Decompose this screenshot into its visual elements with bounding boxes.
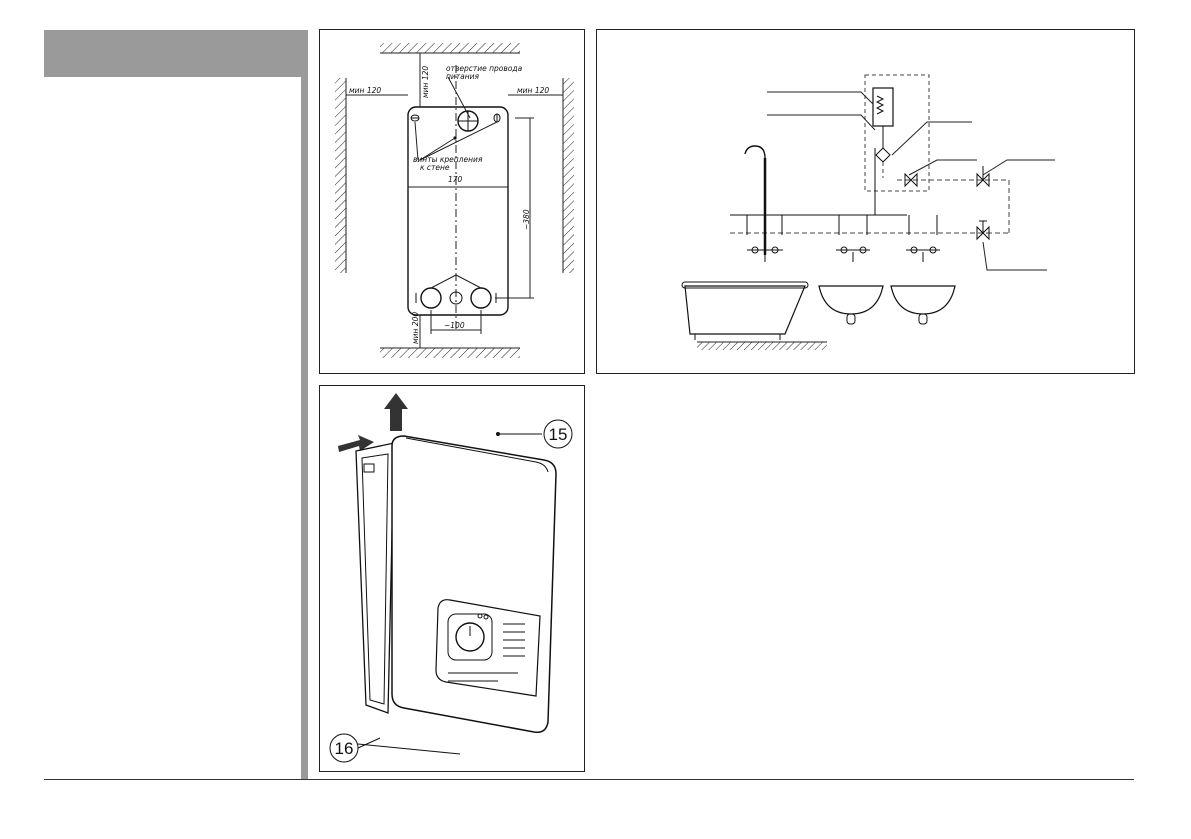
filter-symbol	[875, 147, 891, 163]
hot-water-outlet	[470, 287, 492, 309]
lift-arrow	[384, 393, 408, 431]
valve-1	[904, 172, 918, 188]
bath-tap-left	[751, 246, 759, 254]
control-panel	[435, 599, 541, 697]
dim-left-clearance: мин 120	[349, 86, 381, 95]
sink-1	[818, 285, 884, 315]
installation-dimensions-drawing: отверстие провода питания винты креплени…	[335, 43, 574, 358]
plumbing-scheme-figure	[596, 29, 1135, 374]
left-wall-hatch	[335, 78, 346, 273]
plumbing-scheme-drawing	[681, 74, 1055, 350]
sink-2	[890, 285, 956, 315]
cover-removal-figure: 15 16	[319, 385, 585, 772]
callout-16: 16	[335, 739, 354, 758]
dim-width: 170	[448, 175, 463, 184]
cold-water-inlet	[420, 287, 442, 309]
shower-head	[744, 145, 766, 159]
dim-height: ~380	[522, 209, 531, 230]
label-screws-line2: к стене	[420, 163, 450, 172]
heater-outline	[407, 106, 509, 316]
sink2-tap-left	[910, 246, 918, 254]
knob-housing	[447, 613, 493, 661]
label-wire-hole: отверстие провода	[446, 64, 523, 73]
dim-bottom-clearance: мин 200	[411, 312, 420, 344]
back-plate	[355, 442, 395, 714]
sink1-tap-left	[840, 246, 848, 254]
label-screws: винты крепления	[413, 155, 483, 164]
cover-removal-drawing: 15 16	[329, 393, 573, 763]
installation-dimensions-figure: отверстие провода питания винты креплени…	[319, 29, 585, 374]
section-header-block	[44, 30, 308, 77]
heater-element	[872, 87, 894, 127]
dim-right-clearance: мин 120	[517, 86, 549, 95]
dim-pipe-spacing: ~100	[444, 321, 465, 330]
right-wall-hatch	[563, 78, 574, 273]
callout-15-circle	[543, 419, 573, 449]
callout-15: 15	[549, 425, 568, 444]
footer-rule	[44, 779, 1134, 780]
sink1-tap-right	[859, 246, 867, 254]
dim-top-clearance: мин 120	[421, 66, 430, 98]
cable-entry	[449, 291, 463, 305]
heater-cover	[391, 435, 557, 734]
valve-2	[976, 172, 990, 188]
sink2-tap-right	[929, 246, 937, 254]
heater-enclosure	[864, 74, 930, 192]
bath-tap-right	[771, 246, 779, 254]
ceiling-hatch	[380, 43, 520, 53]
floor-hatch	[380, 348, 520, 358]
bathtub	[684, 285, 806, 335]
floor-hatch	[697, 342, 827, 350]
valve-3	[976, 225, 990, 241]
label-wire-hole-line2: питания	[446, 72, 480, 81]
screw-15	[496, 432, 500, 436]
slide-arrow	[338, 435, 374, 452]
sidebar-vertical-bar	[301, 77, 308, 780]
temperature-knob[interactable]	[455, 622, 485, 652]
